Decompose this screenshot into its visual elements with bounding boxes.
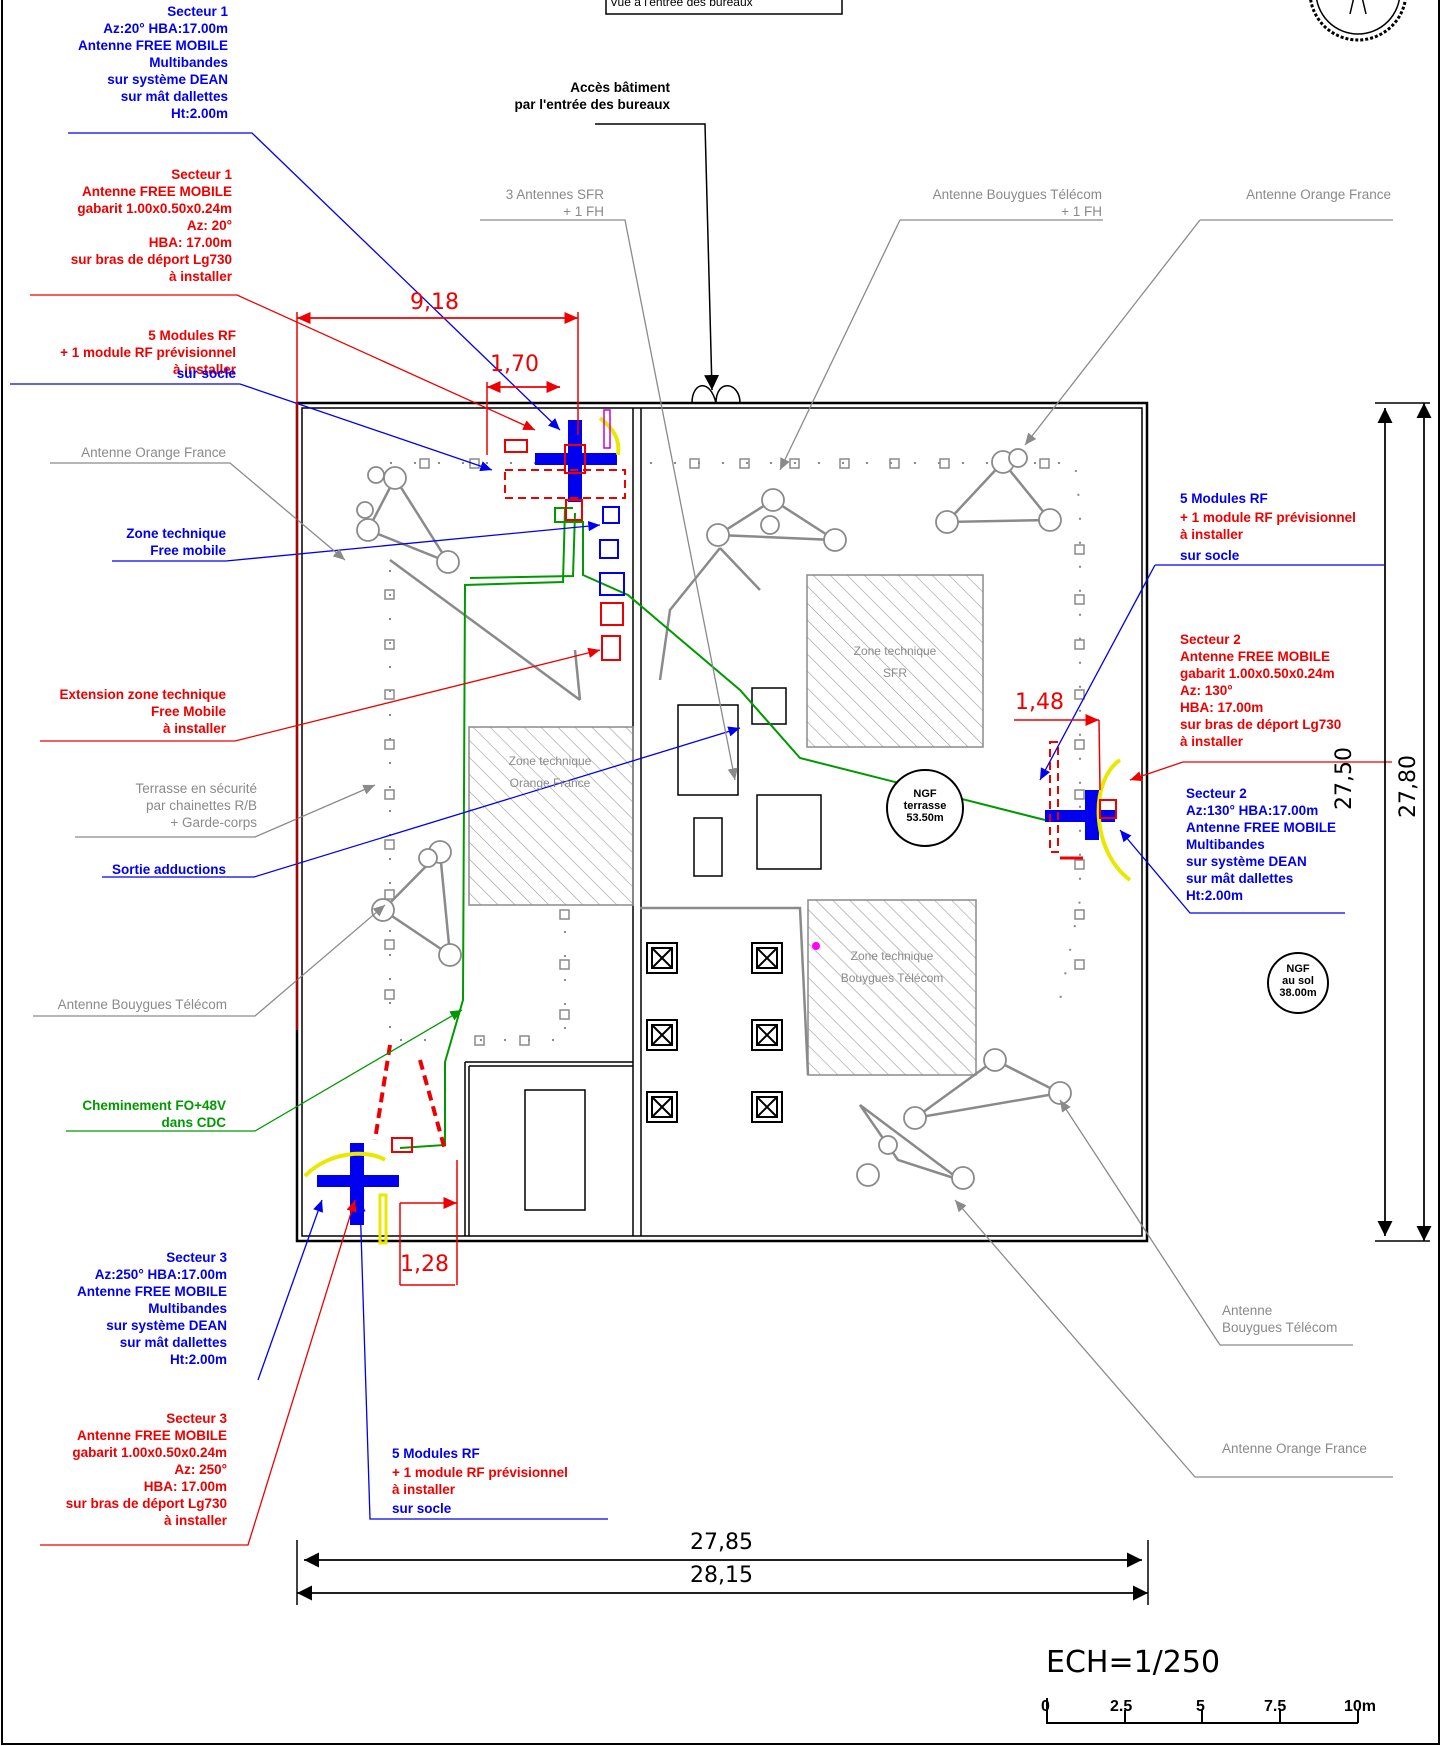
orange-left-label: Antenne Orange France	[81, 445, 226, 460]
scale-tick-0: 0	[1041, 1698, 1050, 1715]
antenna-feet	[356, 448, 1072, 1190]
terrasse-label: Terrasse en sécurité par chainettes R/B …	[135, 781, 257, 830]
ngf-sol-label: NGF au sol 38.00m	[1279, 963, 1317, 999]
ngf-terrasse-circle	[886, 769, 964, 847]
zone-bouygues-label: Zone technique Bouygues Télécom	[840, 949, 944, 985]
modules-rf-3-label: 5 Modules RF	[392, 1446, 480, 1461]
bouygues-top-label: Antenne Bouygues Télécom + 1 FH	[932, 187, 1102, 219]
ngf-terrasse-label: NGF terrasse 53.50m	[903, 788, 947, 824]
zone-free-label: Zone technique Free mobile	[126, 526, 226, 558]
modules-rf-3-socle: sur socle	[392, 1501, 452, 1516]
dim-918: 9,18	[410, 290, 459, 315]
sector3-red-label: Secteur 3 Antenne FREE MOBILE gabarit 1.…	[65, 1411, 227, 1528]
ngf-sol-circle	[1267, 952, 1329, 1014]
modules-rf-1-socle: sur socle	[176, 366, 236, 381]
zone-orange-label: Zone technique Orange France	[508, 754, 592, 790]
sector2-red-label: Secteur 2 Antenne FREE MOBILE gabarit 1.…	[1180, 632, 1342, 749]
scale-title: ECH=1/250	[1046, 1645, 1221, 1680]
sector2-blue-label: Secteur 2 Az:130° HBA:17.00m Antenne FRE…	[1186, 786, 1337, 903]
modules-rf-2-label: 5 Modules RF	[1180, 491, 1268, 506]
modules-rf-3-red: + 1 module RF prévisionnel à installer	[392, 1465, 568, 1497]
scale-tick-7-5: 7.5	[1264, 1698, 1287, 1715]
bouygues-bottom-right-label: Antenne Bouygues Télécom	[1222, 1303, 1338, 1335]
modules-rf-2-red: + 1 module RF prévisionnel à installer	[1180, 510, 1356, 542]
dim-128: 1,28	[400, 1252, 449, 1277]
dim-170: 1,70	[490, 352, 539, 377]
sector1-red-label: Secteur 1 Antenne FREE MOBILE gabarit 1.…	[70, 167, 232, 284]
roof-vents	[646, 942, 783, 1123]
modules-rf-1-label: 5 Modules RF + 1 module RF prévisionnel …	[60, 328, 236, 377]
free-sector-3	[303, 1044, 447, 1245]
leader-lines-blue	[10, 132, 1384, 1520]
sector1-blue-label: Secteur 1 Az:20° HBA:17.00m Antenne FREE…	[77, 4, 228, 121]
free-sector-1	[504, 409, 626, 521]
access-arrow	[595, 123, 720, 391]
modules-rf-2-socle: sur socle	[1180, 548, 1240, 563]
orange-bottom-right-label: Antenne Orange France	[1222, 1441, 1367, 1456]
access-label: Accès bâtiment par l'entrée des bureaux	[514, 80, 670, 112]
dim-2750: 27,50	[1332, 747, 1357, 810]
sector3-blue-label: Secteur 3 Az:250° HBA:17.00m Antenne FRE…	[76, 1250, 227, 1367]
sfr-antennas-label: 3 Antennes SFR + 1 FH	[505, 187, 604, 219]
dimension-lines-red	[296, 312, 1101, 1286]
scale-tick-2-5: 2.5	[1110, 1698, 1133, 1715]
extension-zone-label: Extension zone technique Free Mobile à i…	[59, 687, 226, 736]
dim-2815: 28,15	[690, 1563, 753, 1588]
dim-2785: 27,85	[690, 1530, 753, 1555]
dim-148: 1,48	[1015, 690, 1064, 715]
free-sector-2	[1045, 741, 1132, 882]
scale-bar	[1046, 1698, 1359, 1724]
dim-2780: 27,80	[1396, 755, 1421, 818]
existing-antennas	[366, 460, 1064, 1182]
top-note: Vue à l'entrée des bureaux	[610, 0, 753, 9]
scale-tick-5: 5	[1196, 1698, 1205, 1715]
technical-zones	[468, 574, 984, 1076]
leader-lines-red	[30, 294, 1392, 1546]
bouygues-left-label: Antenne Bouygues Télécom	[57, 997, 227, 1012]
leader-line-green	[66, 1009, 463, 1132]
free-equipment-stack	[599, 506, 625, 661]
sortie-label: Sortie adductions	[111, 862, 226, 877]
dimension-lines-black	[296, 402, 1432, 1605]
orange-top-right-label: Antenne Orange France	[1246, 187, 1391, 202]
compass-icon	[1309, 0, 1407, 42]
zone-sfr-label: Zone technique SFR	[853, 644, 937, 680]
chain-posts	[384, 458, 1085, 1046]
cheminement-label: Cheminement FO+48V dans CDC	[82, 1098, 226, 1130]
marker-dot	[812, 942, 820, 950]
leader-lines-gray	[33, 219, 1393, 1478]
building-outline	[295, 385, 1149, 1243]
scale-tick-10: 10m	[1344, 1698, 1377, 1715]
